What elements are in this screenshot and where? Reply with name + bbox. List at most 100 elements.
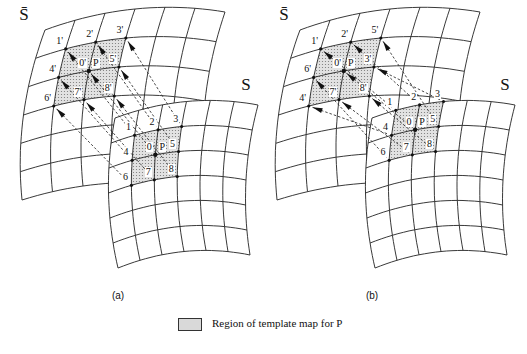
correspondence-line: [316, 80, 386, 157]
correspondence-line: [117, 99, 175, 173]
callout-number: 6: [122, 172, 129, 182]
grid-point: [180, 125, 183, 128]
arrowhead: [324, 51, 333, 59]
callout-number: 7': [74, 87, 83, 97]
correspondence-line: [68, 52, 132, 132]
callout-number: 2: [149, 117, 156, 127]
grid-point: [368, 94, 371, 97]
surface-grid: [108, 100, 258, 268]
arrowhead: [354, 45, 363, 54]
grid-point: [319, 47, 322, 50]
callout-number: 7': [329, 87, 338, 97]
grid-point: [177, 150, 180, 153]
callout-number: 4': [298, 93, 307, 103]
arrowhead: [117, 99, 125, 108]
callout-number: 3': [364, 54, 373, 64]
correspondence-line: [61, 80, 129, 157]
correspondence-line: [98, 45, 156, 126]
grid-point: [442, 100, 445, 103]
callout-number: 6': [43, 93, 52, 103]
correspondence-line: [313, 107, 388, 134]
callout-number: 0: [406, 117, 413, 127]
surface-label: S: [241, 76, 250, 93]
point-label: P: [347, 58, 355, 68]
callout-number: 3: [434, 89, 441, 99]
correspondence-line: [87, 103, 152, 177]
arrowhead: [61, 80, 70, 89]
arrowhead: [313, 107, 323, 113]
grid-point: [372, 65, 375, 68]
arrowhead: [68, 52, 76, 61]
surface-label: S: [500, 76, 509, 93]
grid-point: [113, 94, 116, 97]
grid-point: [437, 125, 440, 128]
grid-point: [434, 150, 437, 153]
grid-point: [131, 159, 134, 162]
grid-point: [124, 36, 127, 39]
grid-point: [87, 69, 91, 73]
callout-number: 3': [115, 25, 124, 35]
callout-number: 8': [359, 83, 368, 93]
callout-number: 4: [123, 147, 130, 157]
correspondence-line: [57, 109, 129, 183]
grid-point: [176, 175, 179, 178]
legend-swatch: [178, 318, 202, 331]
callout-number: 2: [410, 92, 417, 102]
correspondence-line: [378, 69, 440, 100]
surface-ground: [365, 100, 515, 268]
callout-number: 1: [125, 122, 132, 132]
correspondence-line: [354, 45, 417, 102]
callout-number: 0: [146, 142, 153, 152]
callout-number: 2': [340, 29, 349, 39]
correspondence-line: [324, 51, 393, 107]
grid-point: [312, 76, 315, 79]
arrowhead: [87, 103, 95, 112]
grid-point: [349, 41, 352, 44]
arrowhead: [342, 102, 351, 110]
correspondence-line: [383, 41, 436, 123]
callout-number: 6: [380, 147, 387, 157]
correspondence-line: [121, 70, 176, 148]
callout-number: 8: [426, 139, 433, 149]
callout-number: 4': [48, 64, 57, 74]
grid-point: [117, 65, 120, 68]
template-region: [54, 38, 126, 106]
grid-point: [337, 98, 340, 101]
panel-label: (b): [366, 291, 378, 301]
callout-number: 1: [386, 97, 393, 107]
grid-point: [413, 128, 417, 132]
arrowhead: [121, 70, 129, 80]
point-label: P: [418, 117, 426, 127]
callout-number: 4: [382, 122, 389, 132]
legend-text: Region of template map for P: [212, 318, 342, 329]
point-label: P: [159, 142, 167, 152]
arrowhead: [98, 45, 106, 55]
callout-number: 7: [403, 142, 410, 152]
grid-point: [94, 41, 97, 44]
callout-number: 8: [168, 164, 175, 174]
grid-point: [157, 128, 160, 131]
callout-number: 5': [370, 25, 379, 35]
grid-point: [52, 104, 55, 107]
arrowhead: [316, 80, 325, 89]
arrowhead: [372, 99, 381, 107]
grid-point: [133, 134, 136, 137]
surface-ground: [108, 100, 258, 268]
surface-label: S̄: [19, 6, 28, 23]
grid-point: [411, 153, 414, 156]
callout-number: 2': [85, 29, 94, 39]
point-label: P: [92, 58, 100, 68]
callout-number: 3: [172, 114, 179, 124]
callout-number: 0': [78, 58, 87, 68]
grid-point: [394, 109, 397, 112]
callout-number: 6': [303, 64, 312, 74]
callout-number: 5: [169, 139, 176, 149]
grid-point: [153, 178, 156, 181]
grid-point: [307, 104, 310, 107]
callout-number: 7: [145, 167, 152, 177]
grid-point: [57, 76, 60, 79]
grid-point: [82, 98, 85, 101]
arrowhead: [378, 69, 388, 76]
